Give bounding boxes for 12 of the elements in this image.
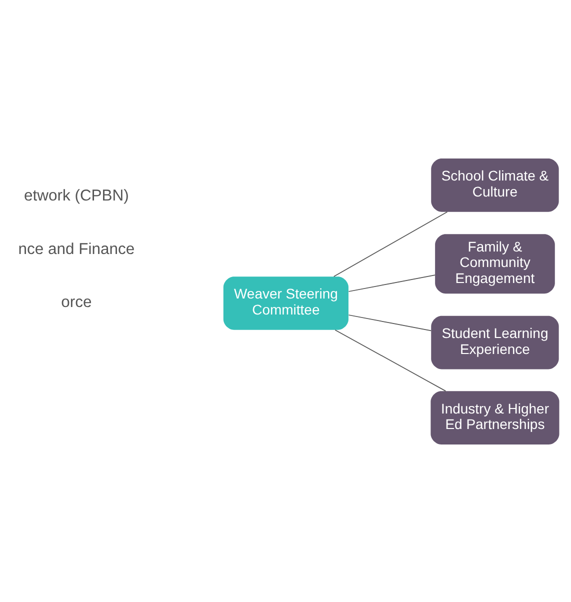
connector (333, 210, 448, 276)
label: orce (61, 294, 92, 311)
node-box: School Climate & Culture (431, 158, 559, 212)
label: etwork (CPBN) (24, 186, 129, 204)
node-box: Industry & Higher Ed Partnerships (430, 390, 560, 444)
node-box: Family & Community Engagement (435, 234, 555, 294)
connector (348, 314, 432, 331)
node-box: Student Learning Experience (431, 315, 559, 369)
label: nce and Finance (18, 240, 135, 258)
connector (348, 274, 436, 292)
connector (334, 329, 446, 391)
node-box: Weaver Steering Committee (223, 276, 348, 330)
